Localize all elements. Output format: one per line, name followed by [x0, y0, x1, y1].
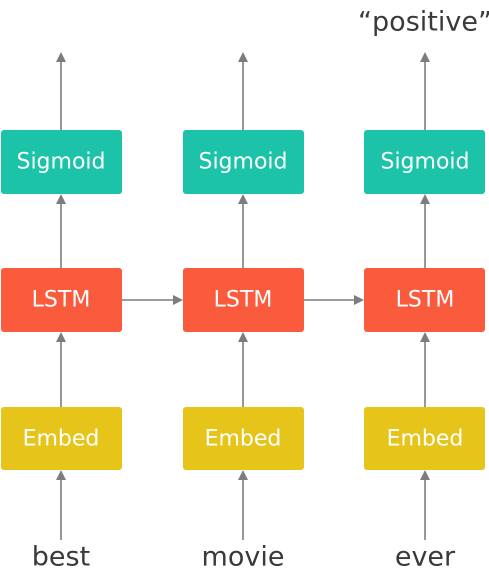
lstm-label-2: LSTM: [214, 288, 273, 313]
embed-box-2: Embed: [183, 407, 304, 470]
sigmoid-label-1: Sigmoid: [16, 150, 105, 175]
lstm-box-2: LSTM: [183, 268, 304, 332]
column-1: Sigmoid LSTM Embed best: [1, 52, 122, 573]
sigmoid-box-3: Sigmoid: [364, 130, 485, 194]
embed-label-3: Embed: [387, 427, 464, 452]
column-3: “positive” Sigmoid LSTM Embed ever: [358, 7, 489, 573]
column-2: Sigmoid LSTM Embed movie: [183, 52, 304, 573]
input-word-2: movie: [202, 542, 285, 573]
sigmoid-label-3: Sigmoid: [380, 150, 469, 175]
input-word-3: ever: [395, 542, 456, 573]
lstm-box-1: LSTM: [1, 268, 122, 332]
sigmoid-box-1: Sigmoid: [1, 130, 122, 194]
output-label-3: “positive”: [358, 7, 489, 38]
sigmoid-box-2: Sigmoid: [183, 130, 304, 194]
embed-label-2: Embed: [205, 427, 282, 452]
embed-box-1: Embed: [1, 407, 122, 470]
lstm-box-3: LSTM: [364, 268, 485, 332]
sigmoid-label-2: Sigmoid: [198, 150, 287, 175]
lstm-label-3: LSTM: [396, 288, 455, 313]
input-word-1: best: [32, 542, 90, 573]
embed-box-3: Embed: [364, 407, 485, 470]
embed-label-1: Embed: [23, 427, 100, 452]
lstm-label-1: LSTM: [32, 288, 91, 313]
